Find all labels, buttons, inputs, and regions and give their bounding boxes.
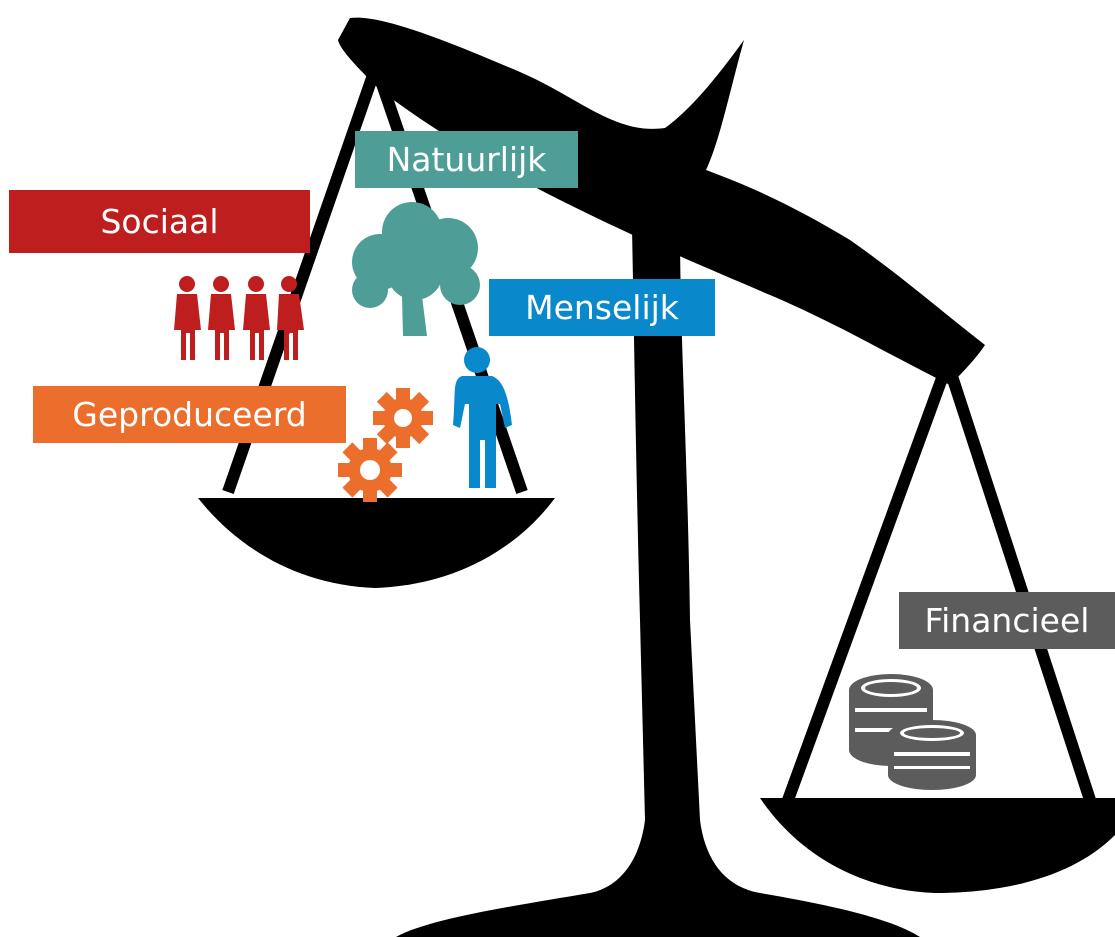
right-pan-string-b bbox=[944, 368, 1096, 802]
person-figure-4 bbox=[277, 276, 304, 360]
label-sociaal: Sociaal bbox=[9, 190, 310, 253]
gear-small bbox=[338, 438, 402, 502]
label-financieel: Financieel bbox=[899, 592, 1115, 649]
coin-stack-right bbox=[888, 720, 976, 790]
label-natuurlijk: Natuurlijk bbox=[355, 131, 578, 188]
scale-base bbox=[396, 228, 920, 937]
person-figure-1 bbox=[174, 276, 201, 360]
gear-large bbox=[373, 388, 433, 448]
scale-beam bbox=[338, 17, 985, 385]
people-group-icon bbox=[174, 276, 304, 360]
coins-icon bbox=[849, 674, 976, 790]
person-icon bbox=[453, 347, 512, 488]
gears-icon bbox=[338, 388, 433, 502]
label-geproduceerd: Geproduceerd bbox=[33, 386, 346, 443]
right-pan bbox=[760, 798, 1115, 893]
right-pan-string-a bbox=[782, 367, 951, 803]
scale bbox=[198, 17, 1115, 937]
tree-icon bbox=[352, 202, 480, 336]
person-figure-3 bbox=[243, 276, 270, 360]
left-pan bbox=[198, 498, 555, 588]
person-figure-2 bbox=[208, 276, 235, 360]
label-menselijk: Menselijk bbox=[489, 279, 715, 336]
